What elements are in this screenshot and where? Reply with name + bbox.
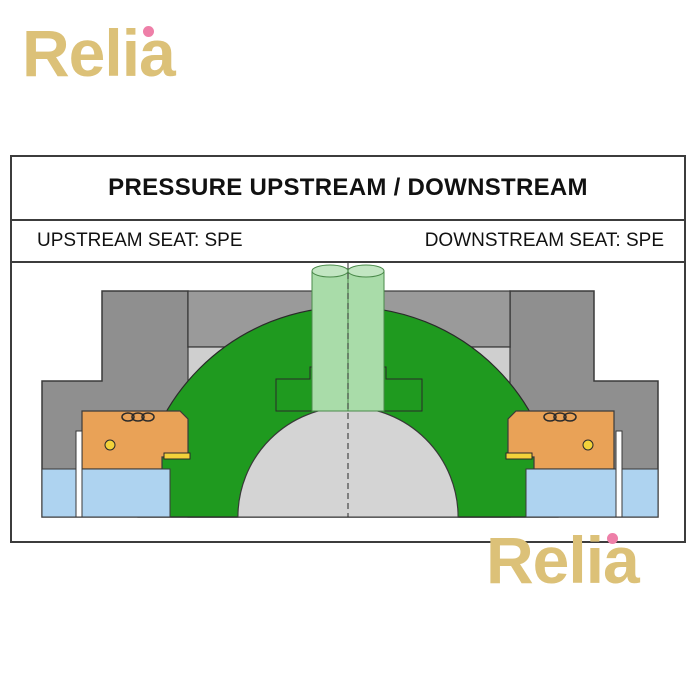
downstream-fluid <box>525 468 659 518</box>
upstream-seat-insert <box>163 452 191 460</box>
seat-label-bar: UPSTREAM SEAT: SPE DOWNSTREAM SEAT: SPE <box>12 221 684 263</box>
diagram-title: PRESSURE UPSTREAM / DOWNSTREAM <box>108 174 588 201</box>
valve-cross-section <box>41 263 659 518</box>
downstream-o-ring <box>582 439 594 451</box>
downstream-seat-label: DOWNSTREAM SEAT: SPE <box>424 230 664 251</box>
valve-diagram: PRESSURE UPSTREAM / DOWNSTREAM UPSTREAM … <box>10 155 686 543</box>
downstream-seat-insert <box>505 452 533 460</box>
downstream-pin <box>615 430 623 518</box>
relia-logo-top: Relia <box>22 20 176 86</box>
upstream-pin <box>75 430 83 518</box>
upstream-o-ring <box>104 439 116 451</box>
relia-logo-bottom: Relia <box>486 527 640 593</box>
downstream-spring-coils <box>543 412 577 422</box>
upstream-seat-label: UPSTREAM SEAT: SPE <box>37 230 243 251</box>
logo-dot <box>143 26 154 37</box>
stem-right <box>347 270 385 412</box>
upstream-fluid <box>41 468 171 518</box>
logo-dot <box>607 533 618 544</box>
upstream-spring-coils <box>121 412 155 422</box>
stem-left <box>311 270 349 412</box>
diagram-title-bar: PRESSURE UPSTREAM / DOWNSTREAM <box>12 157 684 221</box>
